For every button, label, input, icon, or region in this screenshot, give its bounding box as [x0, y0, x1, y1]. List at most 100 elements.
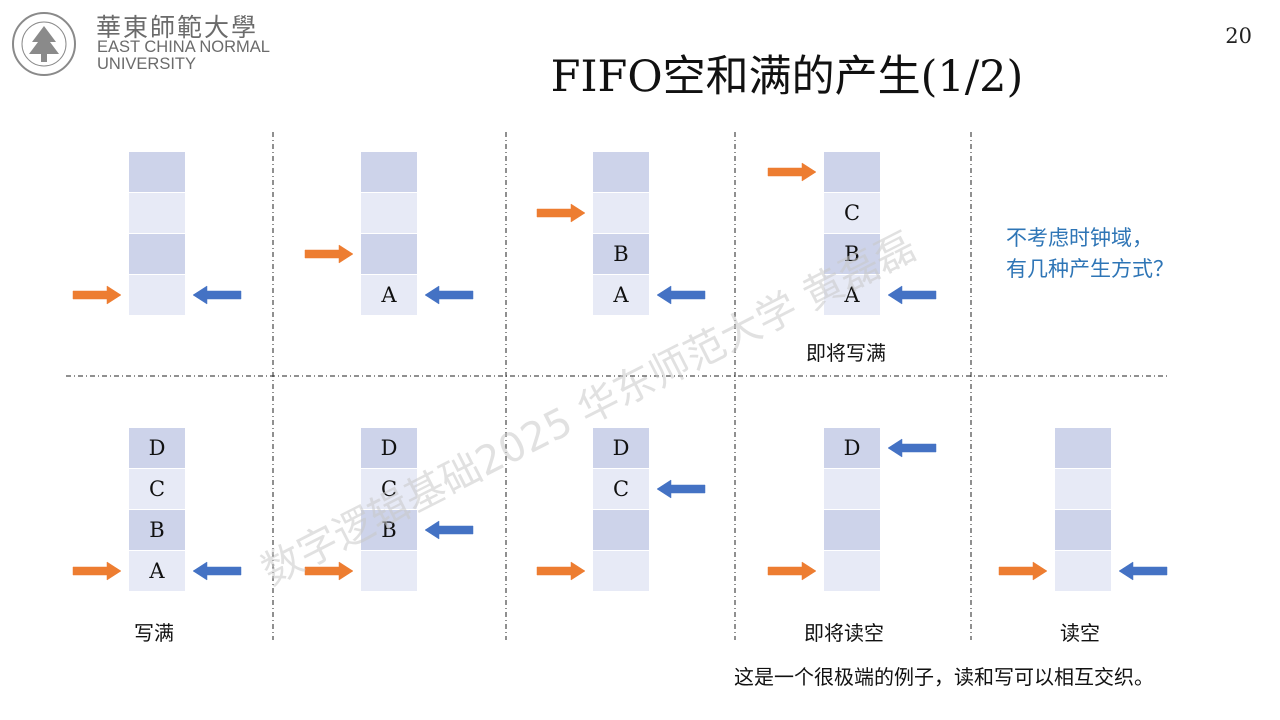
fifo-slot-label — [593, 193, 649, 233]
fifo-slot — [361, 510, 417, 550]
fifo-slot — [824, 428, 880, 468]
fifo-slot-label — [1055, 428, 1111, 468]
fifo-slot-label: B — [613, 242, 629, 266]
fifo-slot-label — [129, 152, 185, 192]
fifo-stacks — [129, 152, 1111, 591]
write-pointer-arrow — [998, 561, 1048, 581]
logo-english-name-line2: UNIVERSITY — [97, 55, 197, 73]
fifo-slot-label — [593, 510, 649, 550]
fifo-slot — [824, 193, 880, 233]
fifo-slot — [129, 510, 185, 550]
fifo-slot-label — [361, 234, 417, 274]
footnote: 这是一个很极端的例子，读和写可以相互交织。 — [734, 665, 1154, 689]
fifo-slot-label: B — [844, 242, 860, 266]
question-line2: 有几种产生方式？ — [1006, 257, 1174, 281]
fifo-slot-label: B — [381, 518, 397, 542]
fifo-slot — [129, 275, 185, 315]
write-pointer-arrow — [304, 244, 354, 264]
fifo-slot-label — [1055, 551, 1111, 591]
write-pointer-arrow — [304, 561, 354, 581]
grid-lines — [66, 132, 1168, 640]
fifo-slot-label: A — [149, 559, 165, 583]
fifo-slot — [593, 275, 649, 315]
write-pointer-arrow — [72, 285, 122, 305]
logo-english-name-line1: EAST CHINA NORMAL — [97, 38, 270, 56]
pointer-arrows — [72, 162, 1168, 581]
fifo-slot-label — [1055, 469, 1111, 509]
fifo-slot-label — [361, 551, 417, 591]
fifo-slot-label — [129, 275, 185, 315]
fifo-slot — [129, 193, 185, 233]
write-pointer-arrow — [767, 162, 817, 182]
fifo-slot-label: A — [613, 283, 629, 307]
read-pointer-arrow — [1118, 561, 1168, 581]
fifo-slot — [361, 152, 417, 192]
write-pointer-arrow — [72, 561, 122, 581]
fifo-slot — [824, 152, 880, 192]
fifo-slot-label: C — [612, 477, 630, 501]
fifo-slot — [593, 234, 649, 274]
fifo-slot — [824, 510, 880, 550]
fifo-slot — [824, 275, 880, 315]
question-line1: 不考虑时钟域， — [1006, 226, 1153, 250]
fifo-slot-label — [824, 469, 880, 509]
fifo-slot — [1055, 428, 1111, 468]
fifo-slot-label — [593, 551, 649, 591]
fifo-slot-label: B — [149, 518, 165, 542]
fifo-slot-label: C — [843, 201, 861, 225]
caption-full: 写满 — [134, 621, 174, 645]
fifo-slot — [593, 152, 649, 192]
fifo-slot — [593, 469, 649, 509]
fifo-slot — [593, 551, 649, 591]
fifo-slot-label: A — [381, 283, 397, 307]
fifo-slot — [361, 551, 417, 591]
read-pointer-arrow — [656, 479, 706, 499]
fifo-slot — [593, 193, 649, 233]
read-pointer-arrow — [192, 285, 242, 305]
fifo-slot — [129, 234, 185, 274]
fifo-slot — [1055, 551, 1111, 591]
fifo-slot — [361, 275, 417, 315]
fifo-slot-label — [824, 510, 880, 550]
fifo-slot — [593, 428, 649, 468]
fifo-slot — [361, 428, 417, 468]
fifo-slot-label: D — [148, 436, 166, 460]
fifo-slot-label: D — [843, 436, 861, 460]
fifo-slot — [824, 234, 880, 274]
university-logo — [12, 12, 76, 76]
fifo-slot-label: D — [612, 436, 630, 460]
read-pointer-arrow — [656, 285, 706, 305]
fifo-slot — [129, 152, 185, 192]
caption-almost-empty: 即将读空 — [804, 621, 884, 645]
read-pointer-arrow — [424, 285, 474, 305]
write-pointer-arrow — [767, 561, 817, 581]
fifo-slot-label: C — [148, 477, 166, 501]
write-pointer-arrow — [536, 203, 586, 223]
fifo-slot-label: A — [844, 283, 860, 307]
fifo-slot-label — [361, 152, 417, 192]
question-text: 不考虑时钟域， 有几种产生方式？ — [1006, 223, 1174, 285]
fifo-slot — [361, 469, 417, 509]
fifo-slot-label — [361, 193, 417, 233]
fifo-slot-label — [593, 152, 649, 192]
read-pointer-arrow — [887, 285, 937, 305]
caption-almost-full: 即将写满 — [806, 341, 886, 365]
write-pointer-arrow — [536, 561, 586, 581]
read-pointer-arrow — [424, 520, 474, 540]
slide-title: FIFO空和满的产生(1/2) — [550, 52, 1024, 102]
caption-empty: 读空 — [1060, 621, 1100, 645]
fifo-slot-label: D — [380, 436, 398, 460]
fifo-slot — [361, 234, 417, 274]
fifo-slot — [129, 551, 185, 591]
read-pointer-arrow — [887, 438, 937, 458]
fifo-slot — [129, 469, 185, 509]
fifo-slot — [361, 193, 417, 233]
fifo-slot-label — [129, 234, 185, 274]
logo-chinese-name: 華東師範大學 — [96, 13, 259, 42]
fifo-slot-label — [824, 152, 880, 192]
page-number: 20 — [1225, 24, 1252, 48]
fifo-slot — [1055, 469, 1111, 509]
read-pointer-arrow — [192, 561, 242, 581]
fifo-slot — [824, 469, 880, 509]
